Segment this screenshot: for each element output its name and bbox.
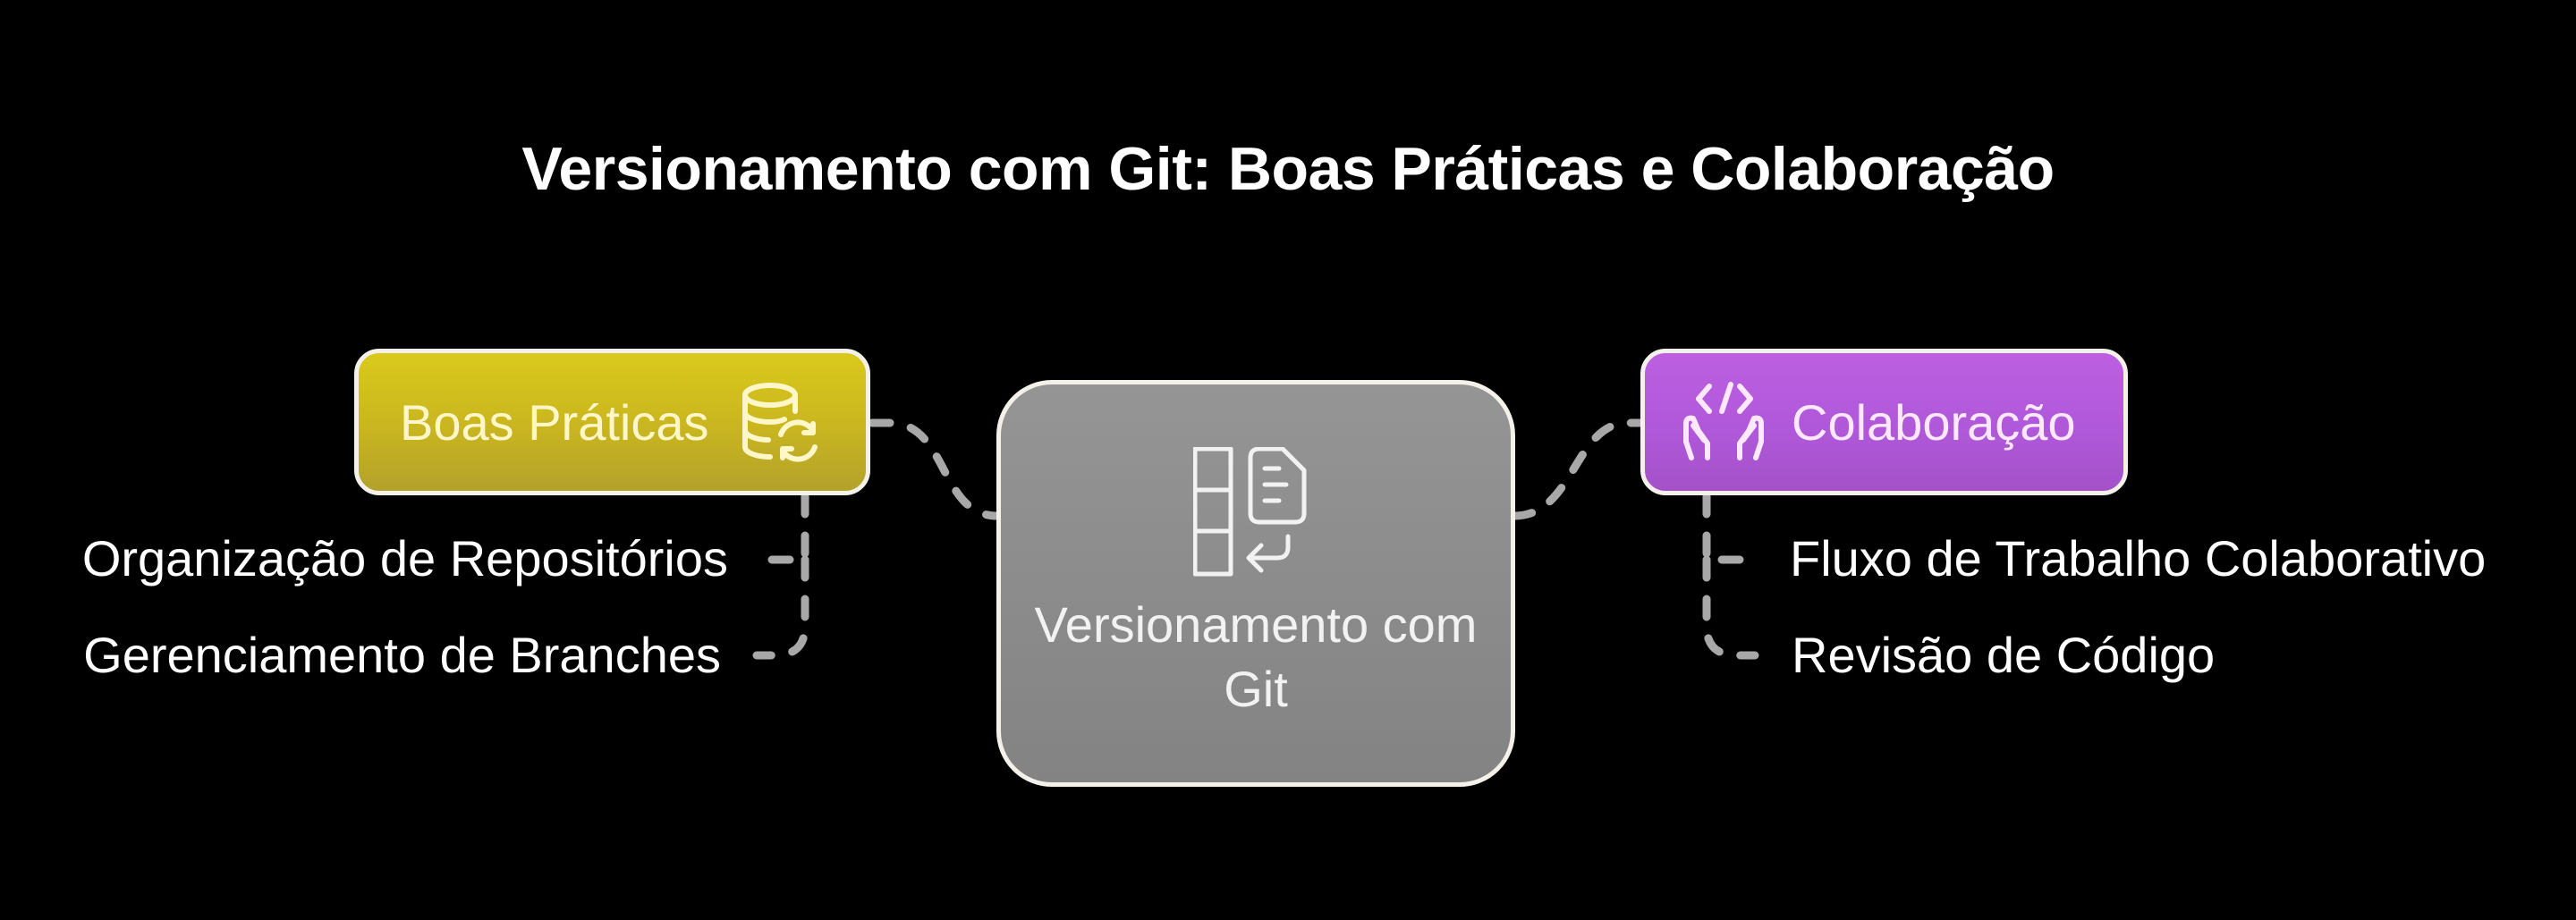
node-boas-praticas[interactable]: Boas Práticas — [354, 349, 870, 495]
node-label: Boas Práticas — [400, 393, 709, 451]
connector-left-to-center — [868, 418, 1002, 520]
leaf-revisao-de-codigo[interactable]: Revisão de Código — [1792, 627, 2216, 683]
leaf-organizacao-de-repositorios[interactable]: Organização de Repositórios — [81, 530, 728, 587]
hands-code-icon — [1681, 379, 1767, 465]
node-colaboracao[interactable]: Colaboração — [1640, 349, 2128, 495]
connector-center-to-right — [1510, 418, 1645, 520]
connector-right-child-2 — [1702, 555, 1759, 660]
database-sync-icon — [736, 379, 822, 465]
connector-left-child-1 — [754, 492, 809, 564]
leaf-fluxo-de-trabalho-colaborativo[interactable]: Fluxo de Trabalho Colaborativo — [1790, 530, 2487, 587]
connector-right-child-1 — [1702, 492, 1758, 564]
node-label: Colaboração — [1792, 393, 2076, 451]
version-history-document-icon — [1193, 447, 1318, 577]
connector-left-child-2 — [752, 555, 809, 660]
leaf-gerenciamento-de-branches[interactable]: Gerenciamento de Branches — [83, 627, 721, 683]
diagram-title: Versionamento com Git: Boas Práticas e C… — [521, 135, 2055, 203]
node-label: Versionamento com Git — [1034, 596, 1478, 717]
node-versionamento-com-git[interactable]: Versionamento com Git — [996, 380, 1515, 787]
